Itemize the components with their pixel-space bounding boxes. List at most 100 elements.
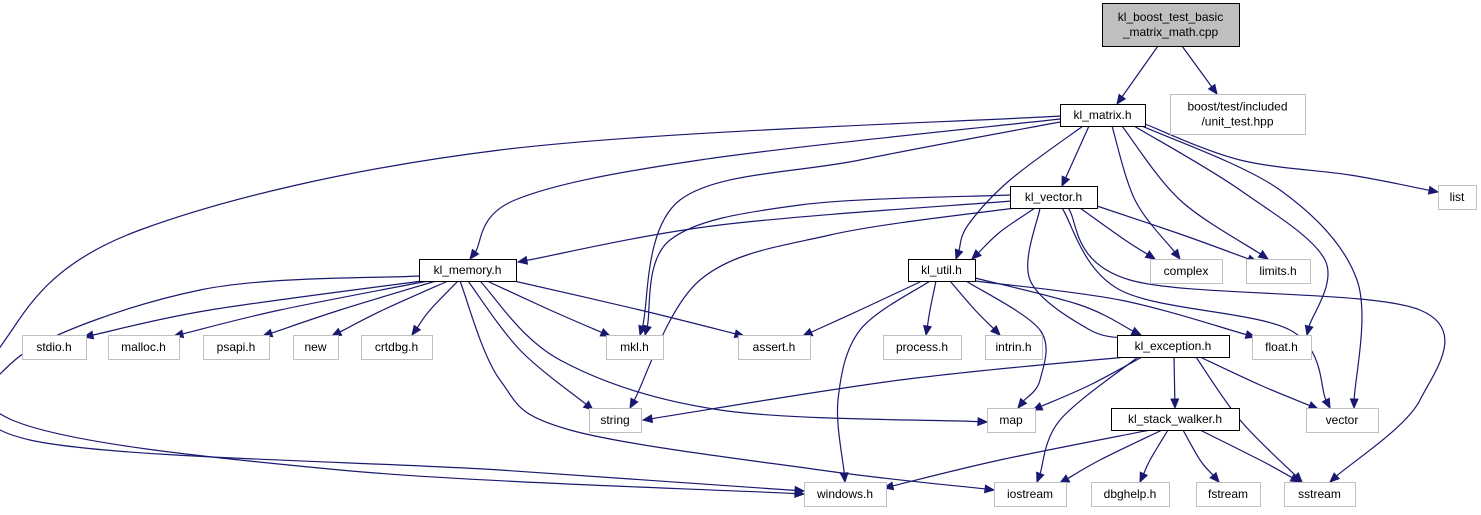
node-root[interactable]: kl_boost_test_basic_matrix_math.cpp bbox=[1102, 3, 1240, 47]
node-kl-util[interactable]: kl_util.h bbox=[908, 259, 976, 282]
node-label: kl_vector.h bbox=[1025, 190, 1082, 204]
edge-line bbox=[1040, 356, 1143, 407]
edge-kl_exception-to-vector bbox=[1199, 356, 1320, 410]
edge-line bbox=[1079, 207, 1148, 255]
edge-line bbox=[513, 280, 736, 335]
edge-kl_vector-to-mkl bbox=[642, 194, 1011, 337]
edge-arrowhead bbox=[629, 397, 639, 410]
node-label: fstream bbox=[1208, 487, 1248, 501]
edges-layer bbox=[0, 45, 1446, 499]
node-box bbox=[1170, 94, 1306, 135]
edge-arrowhead bbox=[801, 327, 814, 337]
edge-kl_exception-to-map bbox=[1031, 356, 1143, 411]
edge-kl_memory-to-mkl bbox=[486, 280, 612, 337]
node-limits: limits.h bbox=[1246, 259, 1311, 284]
node-box bbox=[1117, 335, 1230, 358]
edge-arrowhead bbox=[411, 324, 422, 337]
edge-arrowhead bbox=[1329, 472, 1341, 483]
node-box bbox=[738, 335, 811, 360]
edge-kl_exception-to-string bbox=[641, 356, 1127, 424]
edge-line bbox=[1111, 125, 1176, 253]
node-label: stdio.h bbox=[36, 340, 71, 354]
node-label: complex bbox=[1164, 264, 1209, 278]
node-label: kl_util.h bbox=[921, 263, 962, 277]
node-kl-matrix[interactable]: kl_matrix.h bbox=[1060, 104, 1146, 127]
edge-line bbox=[271, 280, 437, 334]
node-label: _matrix_math.cpp bbox=[1122, 25, 1219, 39]
node-map: map bbox=[987, 408, 1036, 433]
node-kl-exception[interactable]: kl_exception.h bbox=[1117, 335, 1230, 358]
edge-kl_util-to-windows bbox=[836, 280, 931, 484]
edge-kl_matrix-to-windows bbox=[0, 115, 1061, 499]
edge-kl_memory-to-map bbox=[479, 280, 989, 427]
edge-line bbox=[1133, 125, 1329, 327]
node-box bbox=[419, 259, 517, 282]
edge-kl_matrix-to-list bbox=[1144, 123, 1440, 195]
node-intrin: intrin.h bbox=[985, 335, 1043, 360]
node-new: new bbox=[293, 335, 339, 360]
node-assert: assert.h bbox=[738, 335, 811, 360]
edge-line bbox=[416, 280, 459, 329]
edge-line bbox=[1181, 45, 1213, 88]
edge-kl_matrix-to-kl_vector bbox=[1061, 125, 1090, 188]
node-box bbox=[985, 335, 1043, 360]
node-process: process.h bbox=[883, 335, 962, 360]
node-label: vector bbox=[1326, 413, 1359, 427]
node-box bbox=[1252, 335, 1312, 360]
edge-kl_memory-to-windows bbox=[0, 275, 806, 495]
node-kl-memory[interactable]: kl_memory.h bbox=[419, 259, 517, 282]
edge-arrowhead bbox=[984, 484, 996, 494]
edge-arrowhead bbox=[1144, 250, 1157, 260]
node-box bbox=[994, 482, 1067, 507]
node-label: dbghelp.h bbox=[1104, 487, 1157, 501]
edge-kl_exception-to-iostream bbox=[1036, 356, 1139, 484]
nodes-layer: kl_boost_test_basic_matrix_math.cpp kl_ma… bbox=[22, 3, 1477, 507]
edge-line bbox=[92, 280, 423, 336]
edge-line bbox=[479, 280, 979, 423]
edge-arrowhead bbox=[516, 255, 529, 265]
edge-line bbox=[1039, 356, 1139, 474]
edge-arrowhead bbox=[1061, 175, 1071, 188]
node-label: iostream bbox=[1007, 487, 1053, 501]
edge-line bbox=[633, 207, 1016, 401]
edge-line bbox=[474, 118, 1061, 253]
edge-arrowhead bbox=[1116, 93, 1127, 106]
edge-kl_memory-to-stdio bbox=[82, 280, 423, 340]
node-box bbox=[361, 335, 433, 360]
node-label: process.h bbox=[896, 340, 948, 354]
node-label: kl_boost_test_basic bbox=[1118, 10, 1223, 24]
node-label: sstream bbox=[1298, 487, 1341, 501]
node-fstream: fstream bbox=[1196, 482, 1261, 507]
node-box bbox=[606, 335, 664, 360]
node-box bbox=[1060, 104, 1146, 127]
edge-kl_exception-to-kl_stack_walker bbox=[1170, 356, 1180, 410]
node-kl-stack-walker[interactable]: kl_stack_walker.h bbox=[1111, 408, 1240, 431]
edge-line bbox=[486, 280, 602, 333]
edge-line bbox=[958, 125, 1084, 251]
edge-kl_matrix-to-mkl bbox=[638, 121, 1061, 337]
node-label: assert.h bbox=[753, 340, 796, 354]
edge-arrowhead bbox=[1036, 471, 1045, 484]
edge-kl_vector-to-complex bbox=[1079, 207, 1157, 260]
node-box bbox=[22, 335, 87, 360]
edge-kl_util-to-process bbox=[923, 280, 937, 337]
edge-arrowhead bbox=[1321, 397, 1331, 410]
node-sstream: sstream bbox=[1284, 482, 1356, 507]
node-label: kl_stack_walker.h bbox=[1128, 412, 1222, 426]
edge-kl_vector-to-string bbox=[629, 207, 1016, 410]
edge-arrowhead bbox=[1058, 474, 1071, 484]
edge-line bbox=[974, 277, 1134, 332]
node-vector: vector bbox=[1306, 408, 1379, 433]
node-label: mkl.h bbox=[620, 340, 649, 354]
node-box bbox=[203, 335, 270, 360]
edge-line bbox=[1096, 205, 1249, 260]
node-label: list bbox=[1450, 190, 1465, 204]
node-box bbox=[1091, 482, 1170, 507]
node-label: kl_matrix.h bbox=[1073, 108, 1131, 122]
node-complex: complex bbox=[1150, 259, 1223, 284]
node-kl-vector[interactable]: kl_vector.h bbox=[1010, 186, 1098, 209]
edge-line bbox=[182, 280, 429, 335]
edge-line bbox=[892, 429, 1151, 487]
edge-arrowhead bbox=[1130, 326, 1143, 336]
node-label: new bbox=[304, 340, 326, 354]
